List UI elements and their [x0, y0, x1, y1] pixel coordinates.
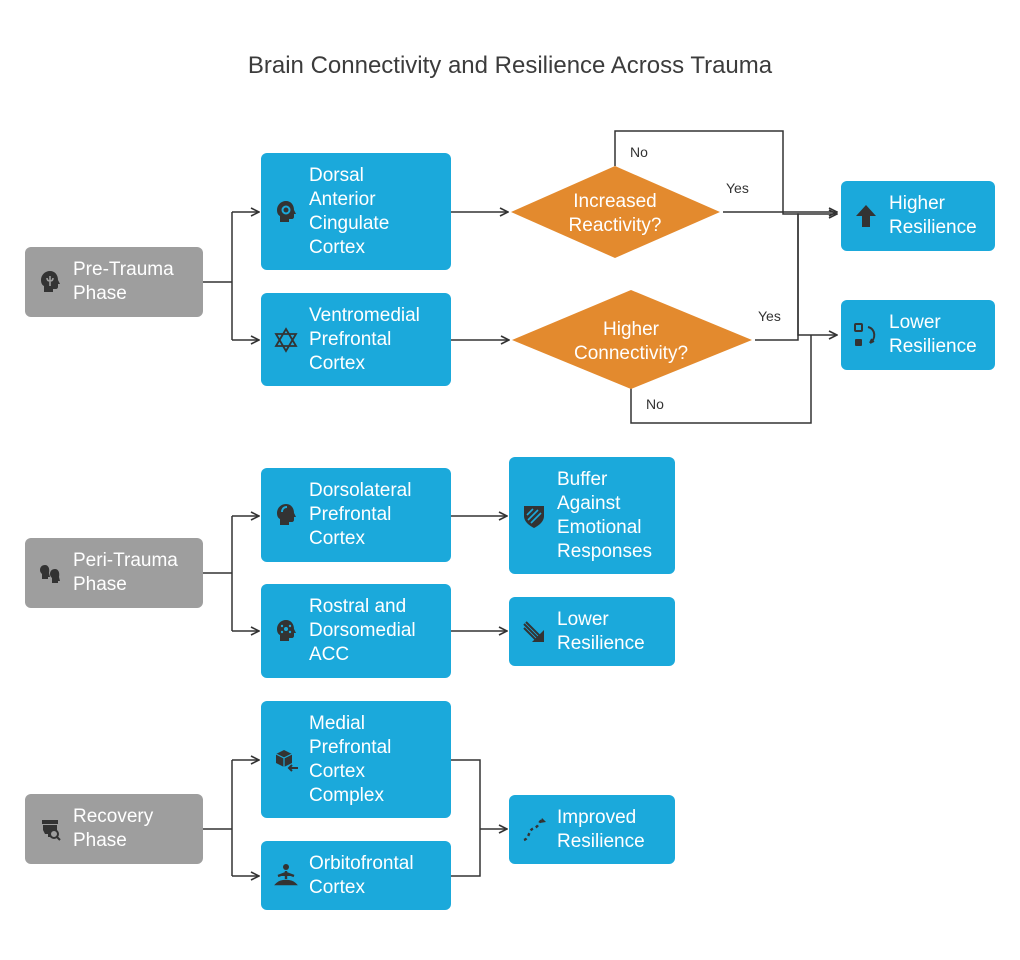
meditation-icon — [271, 861, 301, 891]
outcome-higher-resilience: Higher Resilience — [841, 181, 995, 251]
outcome-buffer: Buffer Against Emotional Responses — [509, 457, 675, 574]
arrow-down-right-icon — [519, 617, 549, 647]
list-arrow-icon — [851, 320, 881, 350]
decision-connectivity-line2: Connectivity? — [574, 343, 688, 364]
outcome-buffer-label: Buffer Against Emotional Responses — [557, 468, 653, 562]
outcome-lower-resilience-top: Lower Resilience — [841, 300, 995, 370]
edge-label-reactivity-no: No — [630, 144, 648, 160]
edge-pre-split — [203, 212, 233, 340]
diagram-title: Brain Connectivity and Resilience Across… — [247, 52, 773, 79]
outcome-lower-resilience-top-label: Lower Resilience — [889, 312, 977, 357]
edge-merge-to-improved — [451, 759, 507, 877]
head-network-icon — [271, 616, 301, 646]
region-ofc-label: Orbitofrontal Cortex — [309, 852, 414, 898]
decision-connectivity-line1: Higher — [603, 319, 660, 340]
phase-peri-trauma-label: Peri-Trauma Phase — [73, 550, 178, 595]
outcome-improved-resilience-label: Improved Resilience — [557, 806, 645, 852]
region-rdacc: Rostral and Dorsomedial ACC — [261, 584, 451, 678]
edge-connectivity-yes — [755, 214, 837, 341]
decision-reactivity-line2: Reactivity? — [569, 215, 662, 236]
edge-label-connectivity-no: No — [646, 396, 664, 412]
region-mpfc-label: Medial Prefrontal Cortex Complex — [309, 712, 392, 806]
edge-connectivity-no — [630, 335, 812, 424]
phase-pre-trauma-label: Pre-Trauma Phase — [73, 259, 174, 304]
phase-pre-trauma: Pre-Trauma Phase — [25, 247, 203, 317]
outcome-higher-resilience-label: Higher Resilience — [889, 193, 977, 238]
outcome-lower-resilience-peri-label: Lower Resilience — [557, 608, 645, 654]
region-mpfc: Medial Prefrontal Cortex Complex — [261, 701, 451, 818]
phase-recovery-label: Recovery Phase — [73, 806, 154, 851]
region-rdacc-label: Rostral and Dorsomedial ACC — [309, 596, 416, 665]
phase-peri-trauma: Peri-Trauma Phase — [25, 538, 203, 608]
shield-icon — [519, 501, 549, 531]
head-profile-icon — [271, 500, 301, 530]
edge-label-reactivity-yes: Yes — [726, 180, 749, 196]
head-magnify-icon — [35, 814, 65, 844]
decision-reactivity-line1: Increased — [573, 191, 656, 212]
head-brain-icon — [35, 267, 65, 297]
decision-reactivity: Increased Reactivity? — [511, 166, 720, 258]
region-dlpfc-label: Dorsolateral Prefrontal Cortex — [309, 480, 412, 549]
cube-arrow-icon — [271, 745, 301, 775]
two-heads-icon — [35, 558, 65, 588]
region-vmpfc-label: Ventromedial Prefrontal Cortex — [309, 304, 420, 374]
region-ofc: Orbitofrontal Cortex — [261, 841, 451, 910]
region-vmpfc: Ventromedial Prefrontal Cortex — [261, 293, 451, 386]
phase-recovery: Recovery Phase — [25, 794, 203, 864]
outcome-improved-resilience: Improved Resilience — [509, 795, 675, 864]
head-gear-icon — [271, 197, 301, 227]
star-of-david-icon — [271, 325, 301, 355]
region-dacc-label: Dorsal Anterior Cingulate Cortex — [309, 164, 390, 258]
region-dlpfc: Dorsolateral Prefrontal Cortex — [261, 468, 451, 562]
outcome-lower-resilience-peri: Lower Resilience — [509, 597, 675, 666]
edge-recovery-split — [203, 760, 233, 876]
decision-connectivity: Higher Connectivity? — [512, 290, 752, 389]
edge-peri-split — [203, 516, 233, 631]
edge-label-connectivity-yes: Yes — [758, 308, 781, 324]
arrow-up-icon — [851, 201, 881, 231]
dotted-path-icon — [519, 815, 549, 845]
region-dacc: Dorsal Anterior Cingulate Cortex — [261, 153, 451, 270]
